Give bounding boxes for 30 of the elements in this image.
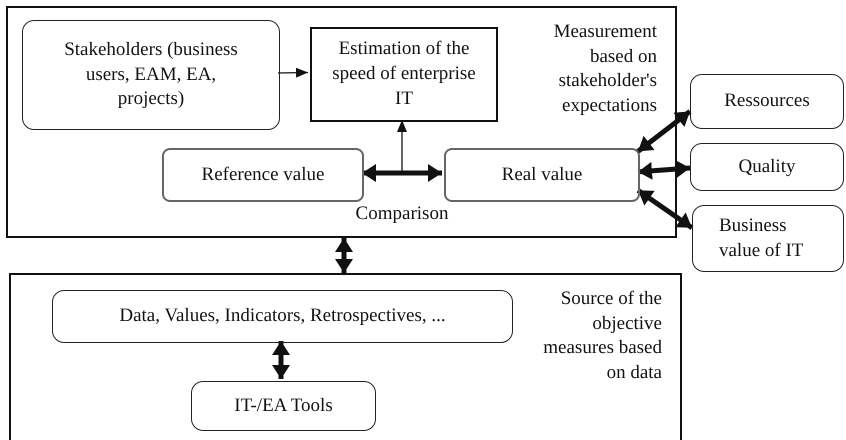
box-label: IT-/EA Tools [234,394,333,418]
arrow [638,160,690,180]
arrow [636,188,694,230]
box-label: Ressources [724,89,810,114]
frame-title: Source of the objective measures based on data [542,287,662,386]
box-label: Estimation of the speed of enterprise IT [331,37,477,111]
process-box [191,381,376,431]
process-box [692,205,844,272]
box-label: Real value [502,162,582,187]
box-label: Data, Values, Indicators, Retrospectives, ... [119,304,446,328]
box-label: Reference value [202,162,324,187]
box-label: Business value of IT [719,214,804,262]
process-box [162,148,364,202]
arrow [278,68,308,78]
arrow [636,109,692,154]
frame-title: Measurement based on stakeholder's expectations [552,20,657,118]
process-box [52,290,513,343]
process-box [444,148,640,202]
box-label: Quality [738,154,796,179]
arrow [335,238,353,273]
group-frame [9,273,682,440]
process-box [690,74,844,129]
arrow [272,341,290,379]
group-frame [6,6,677,238]
arrow [397,120,407,172]
arrow [362,164,442,182]
process-box [310,27,498,122]
box-label: Stakeholders (business users, EAM, EA, projects) [63,38,239,112]
process-box [22,20,280,130]
process-box [690,143,844,191]
